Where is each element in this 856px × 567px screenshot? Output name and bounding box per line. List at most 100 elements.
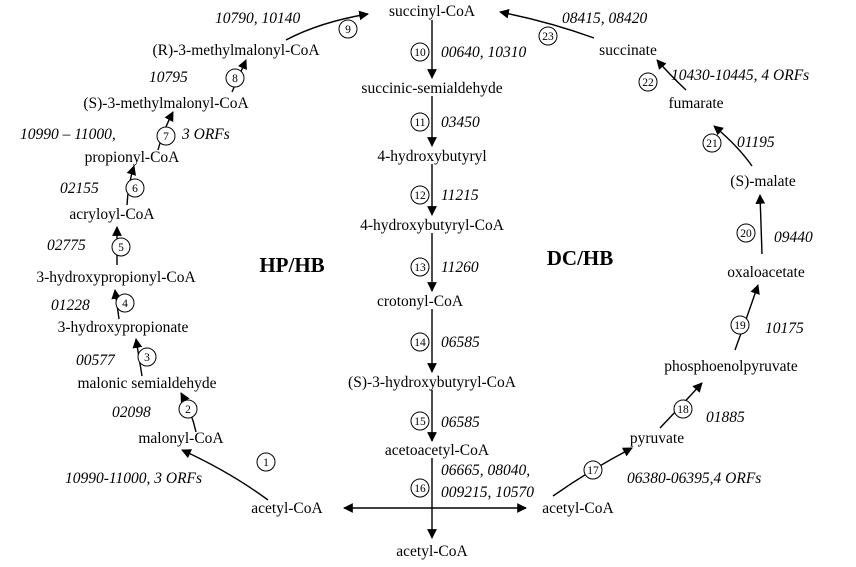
gene-label-step-1: 10990-11000, 3 ORFs bbox=[65, 470, 202, 487]
step-number-2: 2 bbox=[185, 404, 191, 416]
step-number-9: 9 bbox=[345, 24, 351, 36]
gene-label-step-8: 10795 bbox=[149, 69, 188, 86]
arrow-step-22 bbox=[656, 59, 687, 91]
step-number-8: 8 bbox=[232, 73, 238, 85]
gene-label-step-20: 09440 bbox=[774, 229, 813, 246]
step-number-23: 23 bbox=[542, 31, 554, 43]
step-number-1: 1 bbox=[263, 457, 269, 469]
metabolite-acetoacetyl-coa: acetoacetyl-CoA bbox=[385, 442, 490, 459]
metabolite-acetyl-coa-right: acetyl-CoA bbox=[542, 500, 614, 517]
metabolite-acryloyl-coa: acryloyl-CoA bbox=[69, 206, 155, 223]
step-badge-21 bbox=[702, 133, 722, 153]
step-number-22: 22 bbox=[642, 77, 654, 89]
metabolite-fumarate: fumarate bbox=[668, 95, 723, 112]
metabolite-4-hydroxybutyryl: 4-hydroxybutyryl bbox=[377, 148, 486, 165]
step-badge-2 bbox=[178, 399, 198, 419]
step-badge-11 bbox=[410, 112, 430, 132]
step-badge-10 bbox=[410, 42, 430, 62]
gene-label-step-18: 01885 bbox=[706, 409, 745, 426]
gene-label-step-3: 00577 bbox=[76, 352, 116, 369]
step-badge-1 bbox=[256, 452, 276, 472]
step-number-21: 21 bbox=[706, 138, 718, 150]
step-number-13: 13 bbox=[414, 262, 426, 274]
metabolite-propionyl-coa: propionyl-CoA bbox=[85, 149, 181, 166]
metabolite-s-malate: (S)-malate bbox=[730, 173, 796, 190]
gene-label-step-17: 06380-06395,4 ORFs bbox=[627, 470, 761, 487]
step-badge-9 bbox=[338, 19, 358, 39]
gene-label-step-22: 10430-10445, 4 ORFs bbox=[671, 67, 809, 84]
cycle-label-hp-hb: HP/HB bbox=[259, 253, 324, 277]
metabolite-oxaloacetate: oxaloacetate bbox=[727, 264, 805, 281]
metabolite-s-3-hydroxybutyryl-coa: (S)-3-hydroxybutyryl-CoA bbox=[348, 374, 517, 391]
metabolite-succinic-semialdehyde: succinic-semialdehyde bbox=[361, 80, 502, 97]
metabolite-malonyl-coa: malonyl-CoA bbox=[138, 430, 224, 447]
step-number-6: 6 bbox=[132, 183, 138, 195]
metabolite-malonic-semialdehyde: malonic semialdehyde bbox=[77, 375, 216, 392]
gene-label-step-21: 01195 bbox=[737, 134, 775, 151]
arrow-step-23 bbox=[499, 8, 595, 39]
step-number-10: 10 bbox=[414, 47, 426, 59]
step-number-20: 20 bbox=[740, 228, 752, 240]
step-number-7: 7 bbox=[163, 131, 169, 143]
step-number-14: 14 bbox=[414, 337, 426, 349]
step-badge-3 bbox=[137, 347, 157, 367]
step-badge-15 bbox=[410, 411, 430, 431]
step-badge-6 bbox=[125, 178, 145, 198]
gene-label-step-12: 11215 bbox=[441, 187, 479, 204]
cycle-label-dc-hb: DC/HB bbox=[547, 246, 614, 270]
step-badge-22 bbox=[638, 72, 658, 92]
arrow-step-9 bbox=[285, 10, 369, 41]
metabolite-4-hydroxybutyryl-coa: 4-hydroxybutyryl-CoA bbox=[360, 217, 505, 234]
gene-label-step-16: 06665, 08040, bbox=[441, 462, 530, 479]
step-number-17: 17 bbox=[587, 465, 599, 477]
step-number-12: 12 bbox=[414, 190, 426, 202]
metabolite-phosphoenolpyruvate: phosphoenolpyruvate bbox=[664, 358, 798, 375]
step-badge-14 bbox=[410, 332, 430, 352]
metabolite-succinate: succinate bbox=[599, 42, 657, 59]
step-badge-5 bbox=[111, 237, 131, 257]
metabolite-acetyl-coa-left: acetyl-CoA bbox=[251, 500, 323, 517]
arrow-step-1 bbox=[181, 449, 269, 501]
metabolite-acetyl-coa-bottom: acetyl-CoA bbox=[396, 543, 468, 560]
gene-label-step-6: 02155 bbox=[60, 180, 99, 197]
metabolite-crotonyl-coa: crotonyl-CoA bbox=[377, 293, 464, 310]
metabolite-r-methylmalonyl-coa: (R)-3-methylmalonyl-CoA bbox=[152, 42, 320, 59]
step-badge-18 bbox=[673, 399, 693, 419]
arrow-step-20 bbox=[755, 194, 766, 255]
step-badge-17 bbox=[583, 460, 603, 480]
metabolite-s-methylmalonyl-coa: (S)-3-methylmalonyl-CoA bbox=[83, 95, 249, 112]
step-number-3: 3 bbox=[144, 352, 150, 364]
gene-label-step-2: 02098 bbox=[112, 404, 151, 421]
step-badge-19 bbox=[730, 315, 750, 335]
metabolite-succinyl-coa: succinyl-CoA bbox=[389, 3, 476, 20]
step-badge-16 bbox=[410, 478, 430, 498]
gene-label-step-7-extra: 3 ORFs bbox=[181, 126, 230, 143]
gene-label-step-5: 02775 bbox=[47, 237, 86, 254]
gene-label-step-15: 06585 bbox=[441, 414, 480, 431]
metabolite-pyruvate: pyruvate bbox=[630, 430, 684, 447]
step-number-15: 15 bbox=[414, 416, 426, 428]
metabolite-3-hydroxypropionyl-coa: 3-hydroxypropionyl-CoA bbox=[36, 269, 196, 286]
arrow-step-21 bbox=[713, 125, 753, 167]
step-badge-7 bbox=[156, 126, 176, 146]
gene-label-step-13: 11260 bbox=[441, 259, 479, 276]
step-number-11: 11 bbox=[414, 117, 425, 129]
step-badge-20 bbox=[736, 223, 756, 243]
step-number-5: 5 bbox=[118, 242, 124, 254]
step-badge-8 bbox=[225, 68, 245, 88]
gene-label-step-16-extra: 009215, 10570 bbox=[441, 484, 534, 501]
gene-label-step-19: 10175 bbox=[765, 320, 804, 337]
gene-label-step-11: 03450 bbox=[441, 114, 480, 131]
gene-label-step-9: 10790, 10140 bbox=[215, 10, 301, 27]
step-badge-4 bbox=[115, 293, 135, 313]
metabolite-3-hydroxypropionate: 3-hydroxypropionate bbox=[58, 319, 189, 336]
step-number-19: 19 bbox=[734, 320, 746, 332]
gene-label-step-7: 10990 – 11000, bbox=[20, 126, 116, 143]
step-badge-12 bbox=[410, 185, 430, 205]
gene-label-step-14: 06585 bbox=[441, 334, 480, 351]
step-badge-13 bbox=[410, 257, 430, 277]
step-number-18: 18 bbox=[677, 404, 689, 416]
step-number-4: 4 bbox=[122, 298, 128, 310]
